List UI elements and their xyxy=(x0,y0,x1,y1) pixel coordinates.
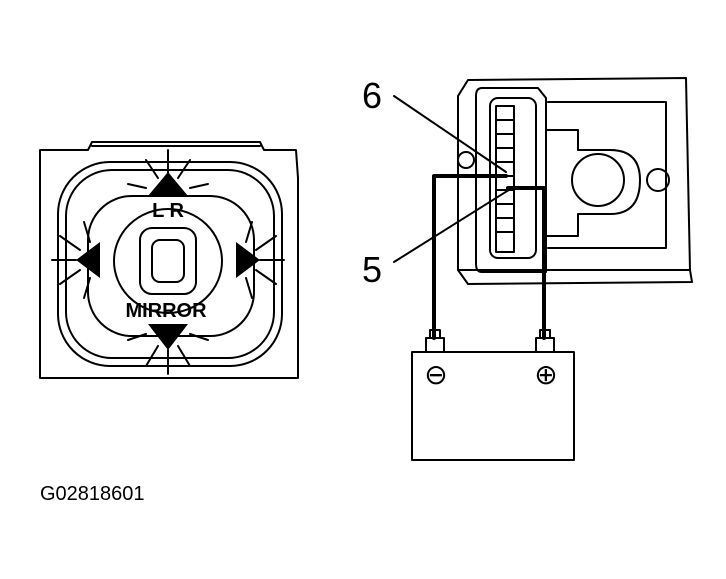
battery-case xyxy=(411,351,575,461)
callout-pin-6: 6 xyxy=(362,75,382,116)
callout-line-6 xyxy=(393,95,507,173)
housing-outline xyxy=(457,77,693,285)
screw-hole-right xyxy=(646,168,670,192)
switch-outer-ring xyxy=(57,161,283,367)
positive-clamp xyxy=(539,329,551,339)
wire-positive xyxy=(506,186,546,340)
connector-body xyxy=(475,87,547,273)
mounting-boss xyxy=(571,153,625,207)
switch-middle-ring xyxy=(65,169,275,359)
arrow-left-icon xyxy=(76,242,100,278)
burst-down-icon xyxy=(127,333,209,375)
joystick-knob xyxy=(139,227,197,295)
burst-right-icon xyxy=(245,221,285,299)
pin-slot-column xyxy=(495,105,515,253)
figure-id: G02818601 xyxy=(40,483,145,505)
mirror-switch-face: L R MIRROR xyxy=(39,141,299,379)
burst-left-icon xyxy=(51,221,91,299)
burst-up-icon xyxy=(127,149,209,189)
arrow-right-icon xyxy=(236,242,260,278)
negative-terminal-icon: ⊖ xyxy=(424,358,447,391)
positive-terminal-icon: ⊕ xyxy=(534,358,557,391)
switch-rear-housing xyxy=(457,77,693,285)
callout-pin-5: 5 xyxy=(362,249,382,290)
positive-post xyxy=(535,337,555,353)
switch-label-lr: L R xyxy=(152,200,184,222)
joystick-knob-inner xyxy=(151,239,185,283)
arrow-down-icon xyxy=(148,324,188,350)
negative-post xyxy=(425,337,445,353)
switch-body xyxy=(39,141,299,379)
housing-inner-panel xyxy=(547,101,667,249)
callout-line-5 xyxy=(393,187,513,263)
connector-latch xyxy=(545,129,641,237)
negative-clamp xyxy=(429,329,441,339)
connector-pin-slots xyxy=(495,105,515,253)
battery: ⊖ ⊕ xyxy=(411,329,575,461)
wire-negative xyxy=(432,174,508,340)
screw-hole-left xyxy=(457,151,475,169)
arrow-up-icon xyxy=(148,172,188,196)
switch-label-mirror: MIRROR xyxy=(125,300,207,322)
joystick-ring xyxy=(113,208,223,314)
